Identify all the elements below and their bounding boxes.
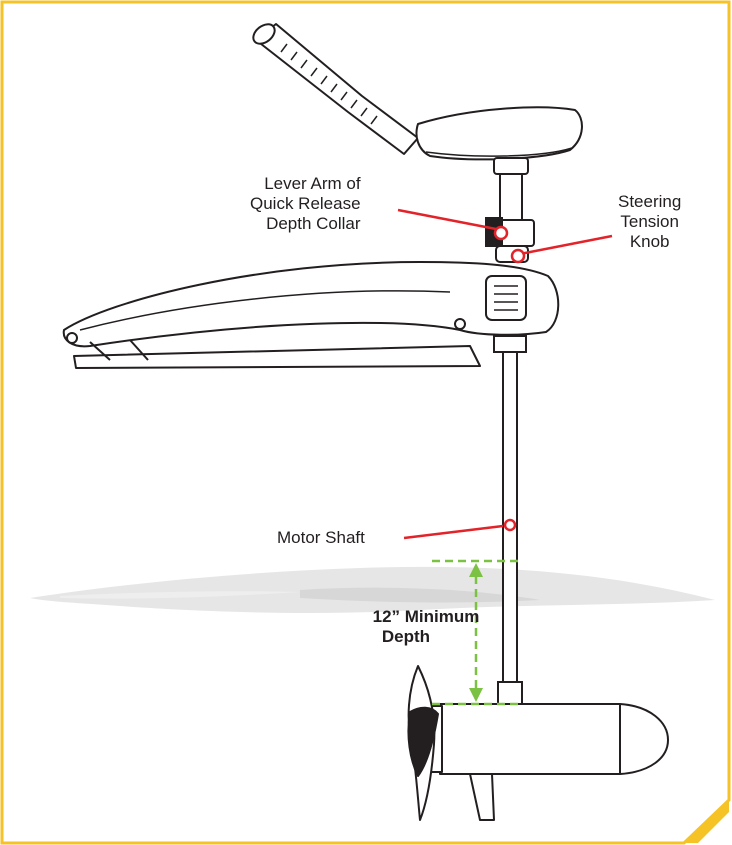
lower-unit [427,703,669,821]
lever-arm-label: Lever Arm of Quick Release Depth Collar [250,174,361,234]
depth-arrow-up [469,563,483,577]
water-surface [30,566,715,613]
steering-knob-label: Steering Tension Knob [618,192,681,252]
steering-knob-marker [510,248,526,264]
minimum-depth-label: 12” Minimum Depth [356,607,496,647]
depth-arrow-down [469,688,483,702]
motor-shaft [493,335,527,707]
motor-shaft-label: Motor Shaft [277,528,365,547]
lever-arm-leader [397,208,497,231]
motor-shaft-marker [503,518,517,532]
minimum-depth-label-line-1: 12” Minimum [372,607,480,626]
control-head [415,106,583,175]
tiller-handle [252,23,419,155]
frame-corner-accent [686,800,729,843]
steering-column [485,173,535,263]
lever-arm-marker [493,225,509,241]
minimum-depth-label-line-2: Depth [381,627,431,646]
propeller [407,665,439,821]
lever-arm-label-line-2: Quick Release [250,194,361,213]
steering-knob-label-line-2: Tension [620,212,679,231]
lever-arm-label-line-1: Lever Arm of [264,174,361,193]
steering-knob-leader [519,234,613,256]
mount-bracket [62,261,560,369]
lever-arm-label-line-3: Depth Collar [266,214,361,233]
depth-marker [432,559,518,706]
motor-shaft-leader [403,524,504,540]
steering-knob-label-line-3: Knob [629,232,670,251]
steering-knob-label-line-1: Steering [618,192,682,211]
